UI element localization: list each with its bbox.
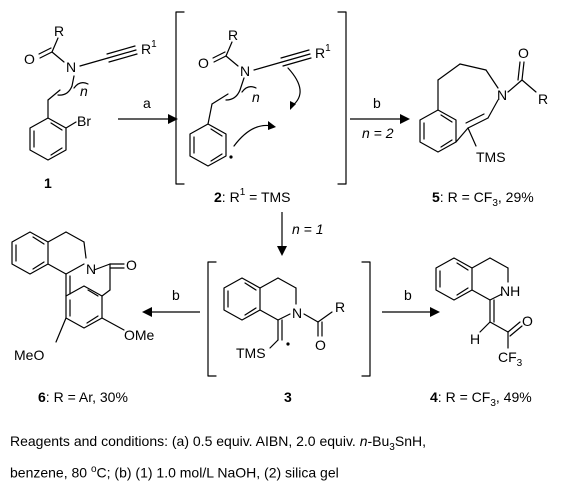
compound-3-structure: [223, 277, 333, 349]
arrow-n2-label: n = 2: [362, 125, 394, 141]
conditions-line-1: Reagents and conditions: (a) 0.5 equiv. …: [10, 433, 426, 453]
reaction-conditions: Reagents and conditions: (a) 0.5 equiv. …: [10, 430, 562, 483]
c4-nh-label: NH: [500, 283, 520, 299]
c4-cf3-label: CF3: [498, 349, 523, 369]
c2-r1-label: R1: [315, 43, 331, 61]
c6-o-label: O: [126, 257, 137, 273]
c2-r-label: R: [228, 27, 238, 43]
bracket-2-left: [175, 11, 185, 185]
c5-o-label: O: [518, 45, 529, 61]
c1-br-label: Br: [77, 113, 91, 129]
bracket-2-right: [337, 11, 347, 185]
compound-2-label: 2: R1 = TMS: [214, 187, 291, 205]
c1-r1-label: R1: [141, 39, 157, 57]
c1-r-label: R: [54, 23, 64, 39]
c6-ome-label: OMe: [124, 327, 155, 343]
compound-6-structure: [11, 231, 125, 343]
c2-n-subscript: n: [252, 89, 260, 105]
c6-meo-label: MeO: [14, 347, 44, 363]
c4-o-label: O: [522, 313, 533, 329]
arrow-n1-label: n = 1: [292, 221, 324, 237]
c5-tms-label: TMS: [476, 149, 506, 165]
c3-r-label: R: [335, 299, 345, 315]
c1-o-label: O: [24, 51, 35, 67]
c6-n-label: N: [86, 261, 96, 277]
c3-n-label: N: [292, 305, 302, 321]
conditions-line-2: benzene, 80 oC; (b) (1) 1.0 mol/L NaOH, …: [10, 463, 339, 481]
compound-5-structure: [419, 61, 537, 153]
bracket-3-left: [207, 261, 217, 377]
arrow-b-top-label: b: [373, 95, 381, 111]
bracket-3-right: [361, 261, 371, 377]
arrow-a-label: a: [143, 95, 151, 111]
compound-3-number: 3: [284, 389, 292, 405]
c3-tms-label: TMS: [236, 345, 266, 361]
reaction-scheme: R O N R1 n Br 1 a R O N R1 n: [11, 11, 548, 409]
compound-1-number: 1: [44, 175, 52, 191]
compound-1-structure: [29, 37, 138, 161]
c1-n-subscript: n: [80, 83, 88, 99]
compound-5-label: 5: R = CF3, 29%: [432, 189, 534, 209]
arrow-b-left-label: b: [172, 287, 180, 303]
c4-h-label: H: [470, 331, 480, 347]
c5-n-label: N: [497, 87, 507, 103]
arrow-b-right-label: b: [404, 287, 412, 303]
compound-6-label: 6: R = Ar, 30%: [38, 389, 128, 405]
c3-o-label: O: [315, 337, 326, 353]
c2-n-label: N: [240, 63, 250, 79]
compound-2-structure: [189, 41, 312, 167]
c5-r-label: R: [538, 91, 548, 107]
c2-o-label: O: [198, 55, 209, 71]
c1-n-label: N: [66, 59, 76, 75]
compound-4-structure: [435, 257, 523, 349]
compound-4-label: 4: R = CF3, 49%: [430, 389, 532, 409]
